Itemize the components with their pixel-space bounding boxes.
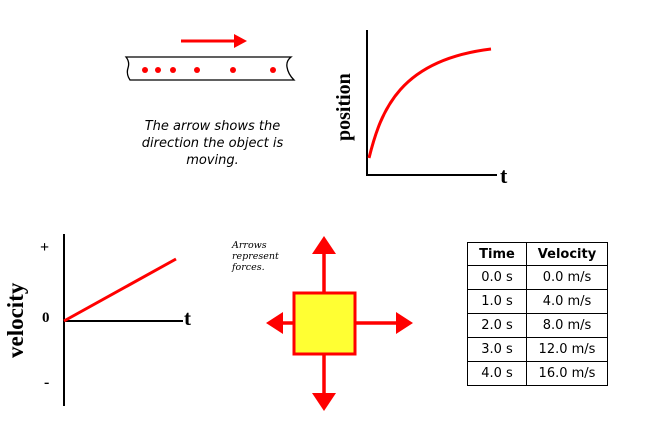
motion-strip xyxy=(124,56,296,81)
velocity-line xyxy=(63,257,177,323)
table-cell-velocity: 8.0 m/s xyxy=(526,313,608,338)
motion-caption-line: direction the object is xyxy=(141,136,284,151)
motion-dot xyxy=(230,67,236,73)
table-row: 1.0 s 4.0 m/s xyxy=(467,289,608,314)
table-header-velocity: Velocity xyxy=(526,242,608,266)
force-note-line: represent xyxy=(232,251,279,262)
force-arrow-up xyxy=(312,236,336,292)
motion-dot xyxy=(142,67,148,73)
table-cell-velocity: 4.0 m/s xyxy=(526,289,608,314)
velocity-minus-label: - xyxy=(44,374,50,391)
force-note-line: forces. xyxy=(232,262,265,273)
force-arrow-right xyxy=(355,312,413,334)
table-header-row: Time Velocity xyxy=(467,242,608,266)
motion-dot xyxy=(155,67,161,73)
table-cell-time: 0.0 s xyxy=(467,265,527,290)
force-note: Arrows represent forces. xyxy=(232,240,279,273)
table-row: 3.0 s 12.0 m/s xyxy=(467,337,608,362)
velocity-zero-label: 0 xyxy=(42,310,50,326)
force-arrow-left xyxy=(266,312,294,334)
table-cell-velocity: 12.0 m/s xyxy=(526,337,608,362)
force-object-box xyxy=(292,291,357,356)
position-x-label: t xyxy=(500,163,508,188)
velocity-x-label: t xyxy=(184,306,191,330)
force-arrow-down xyxy=(312,354,336,411)
table-cell-velocity: 16.0 m/s xyxy=(526,361,608,386)
motion-dots xyxy=(142,67,276,73)
motion-caption-line: moving. xyxy=(186,153,239,168)
force-note-line: Arrows xyxy=(232,240,267,251)
velocity-plus-label: + xyxy=(40,239,50,256)
table-cell-time: 4.0 s xyxy=(467,361,527,386)
position-curve xyxy=(367,47,492,159)
table-cell-time: 2.0 s xyxy=(467,313,527,338)
table-row: 4.0 s 16.0 m/s xyxy=(467,361,608,386)
table-row: 2.0 s 8.0 m/s xyxy=(467,313,608,338)
table-cell-time: 3.0 s xyxy=(467,337,527,362)
direction-arrow xyxy=(181,34,247,48)
motion-caption: The arrow shows the direction the object… xyxy=(130,118,295,169)
motion-dot xyxy=(270,67,276,73)
table-row: 0.0 s 0.0 m/s xyxy=(467,265,608,290)
motion-dot xyxy=(170,67,176,73)
table-header-time: Time xyxy=(467,242,527,266)
motion-dot xyxy=(194,67,200,73)
velocity-table: Time Velocity 0.0 s 0.0 m/s 1.0 s 4.0 m/… xyxy=(467,242,608,386)
table-cell-time: 1.0 s xyxy=(467,289,527,314)
table-cell-velocity: 0.0 m/s xyxy=(526,265,608,290)
motion-caption-line: The arrow shows the xyxy=(144,119,281,134)
